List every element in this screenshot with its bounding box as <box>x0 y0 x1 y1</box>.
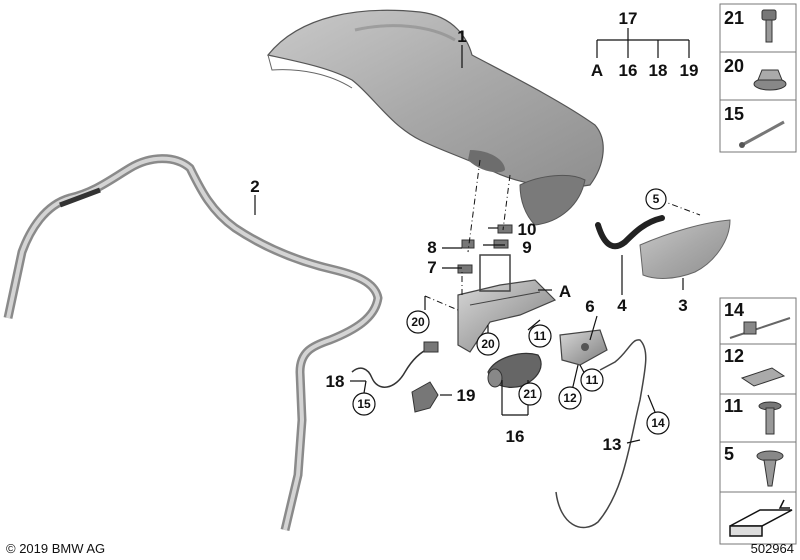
circle-label-11a: 11 <box>528 324 552 348</box>
svg-text:11: 11 <box>534 329 547 343</box>
tree-label-16: 16 <box>619 61 638 80</box>
label-16: 16 <box>506 427 525 446</box>
tree-label-18: 18 <box>649 61 668 80</box>
panel-label-11: 11 <box>724 396 743 416</box>
circle-label-15: 15 <box>352 392 376 416</box>
label-A: A <box>559 282 571 301</box>
trunk-lid-trim-panel[interactable] <box>266 9 604 226</box>
label-6: 6 <box>585 297 594 316</box>
cable-tie-15-icon <box>739 120 785 148</box>
svg-text:11: 11 <box>586 373 599 387</box>
circle-label-20a: 20 <box>406 310 430 334</box>
svg-text:12: 12 <box>563 391 577 405</box>
circle-label-11b: 11 <box>580 368 604 392</box>
hinge-bracket-assembly[interactable] <box>457 224 557 353</box>
diagram-number: 502964 <box>751 541 794 556</box>
panel-label-5: 5 <box>724 444 734 464</box>
label-4: 4 <box>617 296 627 315</box>
svg-text:5: 5 <box>653 192 660 206</box>
panel-label-14: 14 <box>724 300 744 320</box>
label-3: 3 <box>678 296 687 315</box>
copyright-text: © 2019 BMW AG <box>6 541 105 556</box>
svg-text:14: 14 <box>651 416 665 430</box>
label-7: 7 <box>427 258 436 277</box>
svg-text:20: 20 <box>481 337 495 351</box>
svg-text:15: 15 <box>357 397 371 411</box>
orientation-arrow-icon <box>724 498 793 540</box>
circle-label-20b: 20 <box>476 332 500 356</box>
trunk-lid-seal[interactable] <box>3 154 383 532</box>
part-labels: 1 2 3 4 6 7 8 9 10 13 16 17 18 19 A A 16… <box>250 9 698 454</box>
label-17: 17 <box>619 9 638 28</box>
screw-21-icon <box>761 9 777 43</box>
panel-label-20: 20 <box>724 56 744 76</box>
wiring-harness-18[interactable] <box>351 341 439 388</box>
circle-label-5: 5 <box>645 188 667 210</box>
circle-label-12: 12 <box>558 386 582 410</box>
tree-label-19: 19 <box>680 61 699 80</box>
nut-20-icon <box>753 69 787 91</box>
label-18: 18 <box>326 372 345 391</box>
label-8: 8 <box>427 238 436 257</box>
panel-label-12: 12 <box>724 346 744 366</box>
circled-labels: 5 20 20 11 11 12 21 15 14 <box>352 188 670 435</box>
clip-12-icon <box>740 367 786 387</box>
svg-text:20: 20 <box>411 315 425 329</box>
side-trim-cover[interactable] <box>639 219 731 279</box>
svg-text:21: 21 <box>523 387 537 401</box>
label-19: 19 <box>457 386 476 405</box>
bolt-11-icon <box>758 401 782 435</box>
label-1: 1 <box>457 27 466 46</box>
label-2: 2 <box>250 177 259 196</box>
actuator-drive[interactable] <box>487 352 542 388</box>
clip-14-icon <box>729 317 791 339</box>
label-10: 10 <box>518 220 537 239</box>
trunk-lock[interactable] <box>559 329 608 366</box>
panel-label-21: 21 <box>724 8 744 28</box>
trunk-strip[interactable] <box>595 215 665 250</box>
label-9: 9 <box>522 238 531 257</box>
bowden-cable[interactable] <box>555 339 647 529</box>
screw-5-icon <box>756 450 784 487</box>
circle-label-14: 14 <box>646 411 670 435</box>
label-13: 13 <box>603 435 622 454</box>
parts-panel-bottom: 14 12 11 5 <box>719 297 797 545</box>
bracket-19[interactable] <box>411 381 439 413</box>
parts-panel-top: 21 20 15 <box>719 3 797 153</box>
assembly-lines <box>424 159 701 311</box>
circle-label-21: 21 <box>518 382 542 406</box>
panel-label-15: 15 <box>724 104 744 124</box>
tree-label-A: A <box>591 61 603 80</box>
